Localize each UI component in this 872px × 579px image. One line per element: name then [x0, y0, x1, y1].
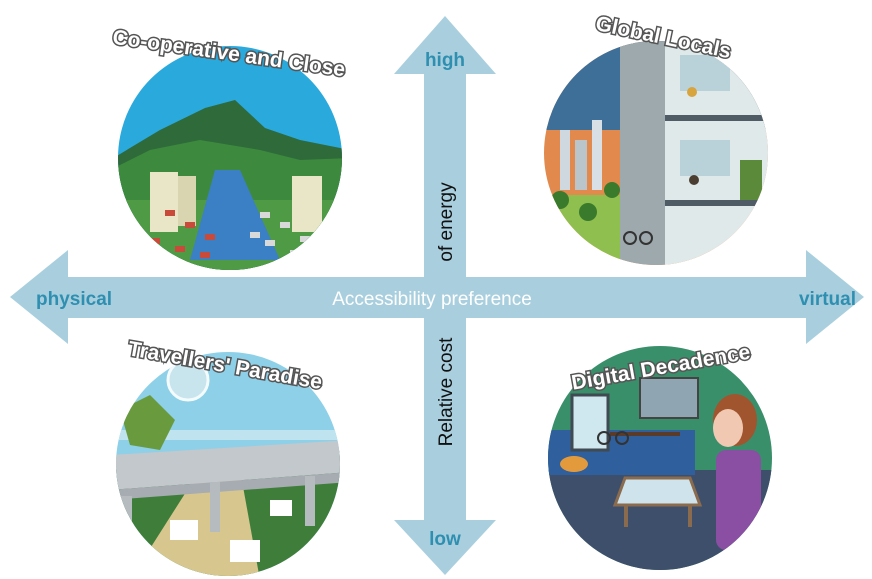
scene-digital-decadence — [548, 346, 772, 570]
axis-top-label: high — [425, 50, 465, 71]
axis-left-label: physical — [36, 289, 112, 310]
axis-center-label: Accessibility preference — [332, 289, 532, 310]
scene-global-locals — [544, 41, 768, 265]
axis-bottom-label: low — [429, 529, 461, 550]
vertical-axis-arrow — [394, 16, 496, 575]
axis-lower-label: Relative cost — [436, 337, 457, 446]
scene-cooperative-and-close — [118, 46, 342, 270]
axis-right-label: virtual — [799, 289, 856, 310]
axis-upper-label: of energy — [436, 182, 457, 262]
scene-travellers-paradise — [116, 352, 340, 576]
